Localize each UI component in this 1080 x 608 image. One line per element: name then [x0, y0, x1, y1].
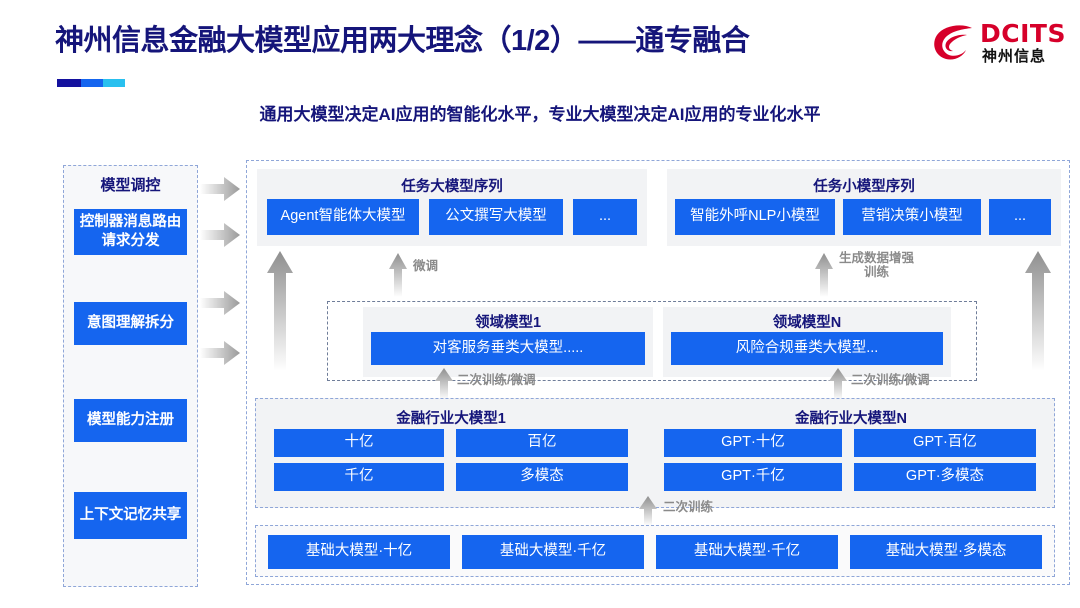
flow-arrow-right-4	[200, 341, 240, 365]
industry-model-frame: 金融行业大模型1 十亿 百亿 千亿 多模态 金融行业大模型N GPT·十亿 GP…	[255, 398, 1055, 508]
flow-arrow-right-3	[200, 291, 240, 315]
domain-model-1-item[interactable]: 对客服务垂类大模型.....	[371, 332, 645, 365]
flow-arrow-up-right-tall	[1025, 251, 1051, 371]
industry-model-1-item-4[interactable]: 多模态	[456, 463, 628, 491]
base-model-frame: 基础大模型·十亿 基础大模型·千亿 基础大模型·千亿 基础大模型·多模态	[255, 525, 1055, 577]
control-item-capability-registry[interactable]: 模型能力注册	[74, 399, 187, 442]
domain-model-frame: 领域模型1 对客服务垂类大模型..... 领域模型N 风险合规垂类大模型...	[327, 301, 977, 381]
dcits-swirl-icon	[934, 25, 972, 60]
domain-model-n-item[interactable]: 风险合规垂类大模型...	[671, 332, 943, 365]
flow-label-data-aug-line1: 生成数据增强	[839, 251, 915, 265]
industry-model-1-title: 金融行业大模型1	[396, 411, 506, 427]
task-big-model-item-agent[interactable]: Agent智能体大模型	[267, 199, 419, 235]
task-small-model-sequence-title: 任务小模型序列	[813, 179, 915, 195]
task-big-model-item-document[interactable]: 公文撰写大模型	[429, 199, 563, 235]
flow-arrow-up-finetune	[389, 253, 407, 297]
task-big-model-sequence-title: 任务大模型序列	[401, 179, 503, 195]
flow-arrow-up-retrain-finetune-left	[435, 368, 453, 400]
accent-bar	[57, 79, 125, 87]
page-title: 神州信息金融大模型应用两大理念（1/2）——通专融合	[55, 25, 750, 57]
industry-model-n-item-3[interactable]: GPT·千亿	[664, 463, 842, 491]
industry-model-1-item-1[interactable]: 十亿	[274, 429, 444, 457]
page-subtitle: 通用大模型决定AI应用的智能化水平，专业大模型决定AI应用的专业化水平	[259, 105, 821, 124]
logo-text-cn: 神州信息	[982, 48, 1047, 65]
task-small-model-sequence-panel: 任务小模型序列 智能外呼NLP小模型 营销决策小模型 ...	[667, 169, 1061, 246]
company-logo: DCITS 神州信息	[932, 18, 1066, 70]
flow-arrow-up-left-tall	[267, 251, 293, 371]
domain-model-n-title: 领域模型N	[772, 315, 842, 331]
task-small-model-item-marketing[interactable]: 营销决策小模型	[843, 199, 981, 235]
industry-model-n-item-4[interactable]: GPT·多模态	[854, 463, 1036, 491]
base-model-item-4[interactable]: 基础大模型·多模态	[850, 535, 1042, 569]
flow-label-finetune: 微调	[413, 259, 439, 273]
flow-label-data-augmentation: 生成数据增强 训练	[839, 251, 914, 280]
industry-model-1-panel: 金融行业大模型1 十亿 百亿 千亿 多模态	[266, 403, 636, 503]
control-item-intent-parsing[interactable]: 意图理解拆分	[74, 302, 187, 345]
control-item-controller-routing[interactable]: 控制器消息路由请求分发	[74, 209, 187, 255]
flow-arrow-up-retrain	[639, 496, 657, 526]
flow-label-retrain-finetune-right: 二次训练/微调	[851, 373, 930, 387]
model-control-panel: 模型调控 控制器消息路由请求分发 意图理解拆分 模型能力注册 上下文记忆共享	[63, 165, 198, 587]
flow-label-retrain-finetune-left: 二次训练/微调	[457, 373, 536, 387]
flow-arrow-right-2	[200, 223, 240, 247]
logo-text-en: DCITS	[980, 19, 1066, 48]
industry-model-1-item-3[interactable]: 千亿	[274, 463, 444, 491]
model-control-title: 模型调控	[100, 177, 161, 194]
industry-model-1-item-2[interactable]: 百亿	[456, 429, 628, 457]
industry-model-n-item-2[interactable]: GPT·百亿	[854, 429, 1036, 457]
domain-model-n-panel: 领域模型N 风险合规垂类大模型...	[663, 307, 951, 377]
flow-arrow-up-data-augmentation	[815, 253, 833, 297]
flow-arrow-up-retrain-finetune-right	[829, 368, 847, 400]
accent-segment-3	[103, 79, 125, 87]
flow-label-data-aug-line2: 训练	[864, 265, 890, 280]
flow-label-retrain: 二次训练	[663, 500, 714, 514]
task-big-model-sequence-panel: 任务大模型序列 Agent智能体大模型 公文撰写大模型 ...	[257, 169, 647, 246]
task-big-model-item-more[interactable]: ...	[573, 199, 637, 235]
architecture-diagram: 任务大模型序列 Agent智能体大模型 公文撰写大模型 ... 任务小模型序列 …	[246, 160, 1070, 585]
industry-model-n-title: 金融行业大模型N	[795, 411, 907, 427]
domain-model-1-title: 领域模型1	[474, 315, 542, 331]
domain-model-1-panel: 领域模型1 对客服务垂类大模型.....	[363, 307, 653, 377]
page-header: 神州信息金融大模型应用两大理念（1/2）——通专融合 DCITS 神州信息	[0, 0, 1080, 90]
flow-arrow-right-1	[200, 177, 240, 201]
base-model-item-2[interactable]: 基础大模型·千亿	[462, 535, 644, 569]
task-small-model-item-nlp-outbound[interactable]: 智能外呼NLP小模型	[675, 199, 835, 235]
base-model-item-1[interactable]: 基础大模型·十亿	[268, 535, 450, 569]
accent-segment-1	[57, 79, 81, 87]
task-small-model-item-more[interactable]: ...	[989, 199, 1051, 235]
accent-segment-2	[81, 79, 103, 87]
control-item-context-memory[interactable]: 上下文记忆共享	[74, 492, 187, 539]
industry-model-n-panel: 金融行业大模型N GPT·十亿 GPT·百亿 GPT·千亿 GPT·多模态	[656, 403, 1046, 503]
industry-model-n-item-1[interactable]: GPT·十亿	[664, 429, 842, 457]
base-model-item-3[interactable]: 基础大模型·千亿	[656, 535, 838, 569]
